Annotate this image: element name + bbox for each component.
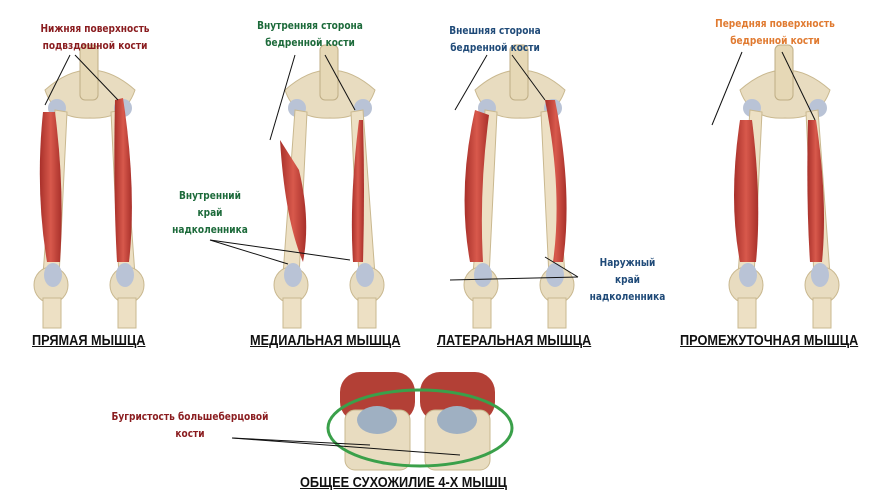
medial-panel — [273, 44, 385, 329]
caption-tendon: ОБЩЕЕ СУХОЖИЛИЕ 4-Х МЫШЦ — [300, 474, 507, 491]
rectus-panel — [33, 44, 145, 329]
caption-lateral: ЛАТЕРАЛЬНАЯ МЫШЦА — [437, 332, 592, 349]
caption-intermedius: ПРОМЕЖУТОЧНАЯ МЫШЦА — [680, 332, 859, 349]
intermedius-panel — [728, 44, 840, 329]
highlight-ring — [326, 388, 514, 468]
lateral-panel — [463, 44, 575, 329]
caption-rectus: ПРЯМАЯ МЫШЦА — [32, 332, 146, 349]
knee-tendon-image — [326, 372, 514, 471]
caption-medial: МЕДИАЛЬНАЯ МЫШЦА — [250, 332, 401, 349]
leader-lines — [44, 51, 816, 456]
